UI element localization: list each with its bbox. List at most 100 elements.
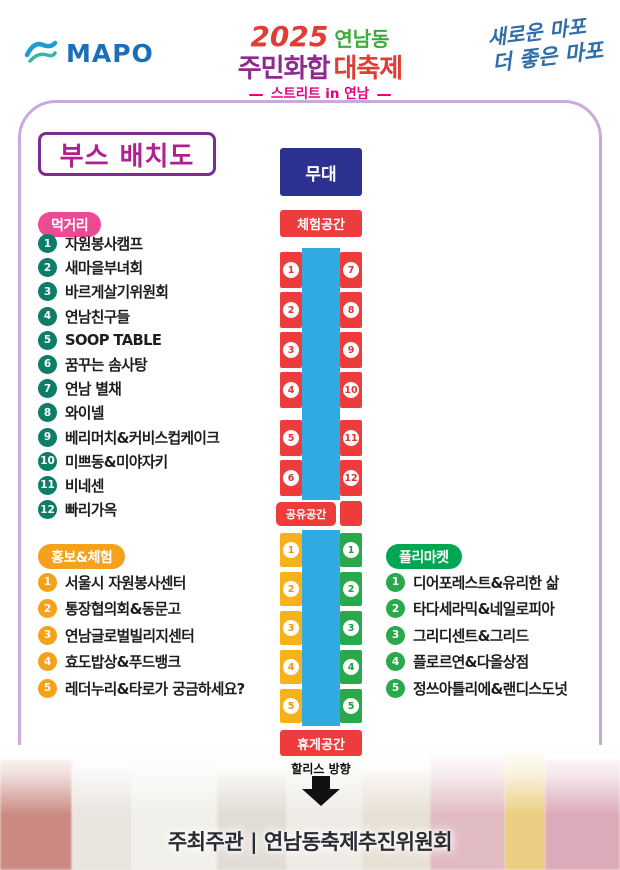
item-number-badge: 10 bbox=[38, 451, 57, 471]
booth-number: 11 bbox=[343, 430, 359, 446]
organizer-credit: 주최주관 | 연남동축제추진위원회 bbox=[167, 830, 453, 854]
street-strip-upper bbox=[302, 248, 340, 500]
booth-number: 4 bbox=[343, 659, 359, 675]
item-number-badge: 6 bbox=[38, 354, 57, 374]
mapo-logo-text: MAPO bbox=[66, 38, 154, 68]
booth-number: 1 bbox=[283, 542, 299, 558]
booth-food-2: 2 bbox=[280, 292, 302, 328]
item-number-badge: 4 bbox=[386, 652, 405, 671]
list-item: 2 통장협의회&동문고 bbox=[38, 599, 245, 619]
item-number-badge: 7 bbox=[38, 379, 57, 399]
booth-food-1: 1 bbox=[280, 252, 302, 288]
street-strip-lower bbox=[302, 530, 340, 726]
booth-market-4: 4 bbox=[340, 650, 362, 684]
item-label: 연남글로벌빌리지센터 bbox=[65, 627, 195, 645]
booth-food-9: 9 bbox=[340, 332, 362, 368]
page-title: 부스 배치도 bbox=[38, 132, 216, 176]
item-number-badge: 3 bbox=[386, 625, 405, 645]
down-arrow-icon bbox=[312, 776, 330, 789]
booth-number: 5 bbox=[283, 698, 299, 714]
item-label: 새마을부녀회 bbox=[65, 260, 143, 278]
mapo-logo-icon bbox=[24, 34, 58, 72]
booth-food-6: 6 bbox=[280, 460, 302, 496]
item-label: 레더누리&타로가 궁금하세요? bbox=[65, 680, 245, 698]
item-number-badge: 3 bbox=[38, 625, 57, 645]
item-label: 바르게살기위원회 bbox=[65, 284, 169, 302]
booth-promo-2: 2 bbox=[280, 572, 302, 606]
item-label: 빠리가옥 bbox=[65, 502, 117, 520]
item-label: SOOP TABLE bbox=[65, 331, 162, 349]
booth-food-3: 3 bbox=[280, 332, 302, 368]
item-label: 타다세라믹&네일로피아 bbox=[413, 601, 555, 618]
booth-market-2: 2 bbox=[340, 572, 362, 606]
booth-number: 5 bbox=[343, 698, 359, 714]
booth-food-7: 7 bbox=[340, 252, 362, 288]
list-item: 3 바르게살기위원회 bbox=[38, 282, 219, 302]
mapo-slogan: 새로운 마포 더 좋은 마포 bbox=[439, 12, 604, 82]
mapo-logo: MAPO bbox=[24, 34, 154, 72]
item-number-badge: 3 bbox=[38, 282, 57, 302]
booth-promo-1: 1 bbox=[280, 533, 302, 567]
booth-food-8: 8 bbox=[340, 292, 362, 328]
booth-market-1: 1 bbox=[340, 533, 362, 567]
down-arrow-head bbox=[302, 789, 340, 806]
booth-number: 5 bbox=[283, 430, 299, 446]
item-label: 서울시 자원봉사센터 bbox=[65, 574, 186, 592]
item-label: 효도밥상&푸드뱅크 bbox=[65, 654, 181, 671]
booth-number: 7 bbox=[343, 262, 359, 278]
title-main-2: 대축제 bbox=[333, 53, 403, 84]
festival-subtitle: 스트리트 in 연남 bbox=[200, 87, 440, 102]
list-item: 5 SOOP TABLE bbox=[38, 330, 219, 350]
item-label: 와이넬 bbox=[65, 405, 104, 423]
item-label: 자원봉사캠프 bbox=[65, 236, 143, 253]
item-label: 통장협의회&동문고 bbox=[65, 601, 181, 618]
item-number-badge: 2 bbox=[38, 599, 57, 618]
item-number-badge: 1 bbox=[38, 234, 57, 253]
booth-number: 2 bbox=[283, 581, 299, 597]
booth-number: 4 bbox=[283, 659, 299, 675]
booth-number: 3 bbox=[283, 342, 299, 358]
item-number-badge: 9 bbox=[38, 427, 57, 447]
item-number-badge: 1 bbox=[386, 572, 405, 592]
item-label: 그리디센트&그리드 bbox=[413, 627, 529, 645]
promo-legend-list: 1 서울시 자원봉사센터 2 통장협의회&동문고 3 연남글로벌빌리지센터 4 효도밥상… bbox=[38, 572, 245, 705]
booth-food-4: 4 bbox=[280, 372, 302, 408]
list-item: 4 효도밥상&푸드뱅크 bbox=[38, 652, 245, 672]
direction-label: 할리스 방향 bbox=[291, 762, 351, 776]
booth-number: 1 bbox=[283, 262, 299, 278]
booth-promo-4: 4 bbox=[280, 650, 302, 684]
item-label: 연남친구들 bbox=[65, 308, 130, 326]
list-item: 3 연남글로벌빌리지센터 bbox=[38, 625, 245, 645]
booth-food-5: 5 bbox=[280, 420, 302, 456]
item-number-badge: 1 bbox=[38, 572, 57, 592]
list-item: 3 그리디센트&그리드 bbox=[386, 625, 567, 645]
item-number-badge: 2 bbox=[38, 258, 57, 278]
item-label: 정쓰아틀리에&랜디스도넛 bbox=[413, 680, 568, 698]
booth-number: 6 bbox=[283, 470, 299, 486]
booth-market-5: 5 bbox=[340, 689, 362, 723]
item-label: 디어포레스트&유리한 삶 bbox=[413, 574, 559, 592]
item-number-badge: 5 bbox=[38, 330, 57, 350]
item-label: 베리머치&커비스컵케이크 bbox=[65, 429, 220, 447]
stage-block: 무대 bbox=[280, 148, 362, 196]
item-number-badge: 11 bbox=[38, 475, 57, 495]
booth-number: 12 bbox=[343, 470, 359, 486]
booth-food-10: 10 bbox=[340, 372, 362, 408]
list-item: 10 미쁘동&미야자키 bbox=[38, 451, 219, 471]
item-label: 미쁘동&미야자키 bbox=[65, 453, 168, 471]
item-number-badge: 4 bbox=[38, 652, 57, 671]
booth-number: 1 bbox=[343, 542, 359, 558]
item-number-badge: 12 bbox=[38, 500, 57, 520]
